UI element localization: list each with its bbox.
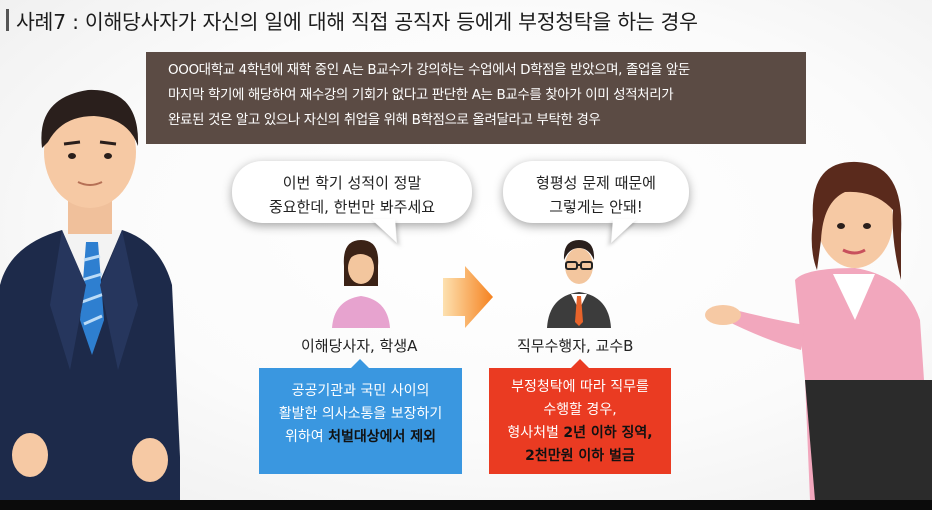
exemption-line-2: 활발한 의사소통을 보장하기: [278, 406, 443, 422]
exemption-line-1: 공공기관과 국민 사이의: [291, 383, 430, 399]
slide-title: 사례7 : 이해당사자가 자신의 일에 대해 직접 공직자 등에게 부정청탁을 …: [16, 10, 698, 34]
caption-student: 이해당사자, 학생A: [301, 337, 418, 355]
penalty-highlight-1: 2년 이하 징역,: [563, 425, 653, 441]
professor-icon: [547, 240, 611, 328]
bubble-professor-line-1: 형평성 문제 때문에: [536, 174, 656, 192]
exemption-highlight: 처벌대상에서 제외: [328, 429, 436, 445]
penalty-line-1: 부정청탁에 따라 직무를: [511, 379, 649, 395]
bottom-letterbox: [0, 500, 932, 510]
exemption-line-3: 위하여 처벌대상에서 제외: [259, 426, 462, 449]
penalty-info-box: 부정청탁에 따라 직무를 수행할 경우, 형사처벌 2년 이하 징역, 2천만원…: [489, 368, 671, 474]
blue-box-pointer: [351, 359, 369, 368]
penalty-line-3-prefix: 형사처벌: [507, 425, 564, 441]
bubble-student-line-2: 중요한데, 한번만 봐주세요: [268, 198, 436, 216]
bubble-student-line-1: 이번 학기 성적이 정말: [282, 174, 422, 192]
penalty-highlight-2: 2천만원 이하 벌금: [525, 448, 635, 464]
exemption-line-3-prefix: 위하여: [284, 429, 329, 445]
case-description-box: OOO대학교 4학년에 재학 중인 A는 B교수가 강의하는 수업에서 D학점을…: [146, 52, 806, 144]
red-box-pointer: [571, 359, 589, 368]
bubble-professor-line-2: 그렇게는 안돼!: [549, 198, 643, 216]
case-line-1: OOO대학교 4학년에 재학 중인 A는 B교수가 강의하는 수업에서 D학점을…: [168, 62, 690, 78]
arrow-right-icon: [443, 266, 493, 328]
speech-bubble-student: 이번 학기 성적이 정말 중요한데, 한번만 봐주세요: [232, 161, 472, 223]
exemption-info-box: 공공기관과 국민 사이의 활발한 의사소통을 보장하기 위하여 처벌대상에서 제…: [259, 368, 462, 474]
businesswoman-illustration: [705, 161, 932, 500]
penalty-line-2: 수행할 경우,: [543, 402, 617, 418]
student-icon: [332, 240, 390, 328]
case-line-3: 완료된 것은 알고 있으나 자신의 취업을 위해 B학점으로 올려달라고 부탁한…: [168, 112, 601, 128]
caption-professor: 직무수행자, 교수B: [517, 337, 634, 355]
case-line-2: 마지막 학기에 해당하여 재수강의 기회가 없다고 판단한 A는 B교수를 찾아…: [168, 87, 674, 103]
title-accent-bar: [6, 9, 9, 31]
penalty-line-3: 형사처벌 2년 이하 징역,: [489, 422, 671, 445]
businessman-illustration: [0, 89, 180, 500]
speech-bubble-professor: 형평성 문제 때문에 그렇게는 안돼!: [503, 161, 689, 223]
